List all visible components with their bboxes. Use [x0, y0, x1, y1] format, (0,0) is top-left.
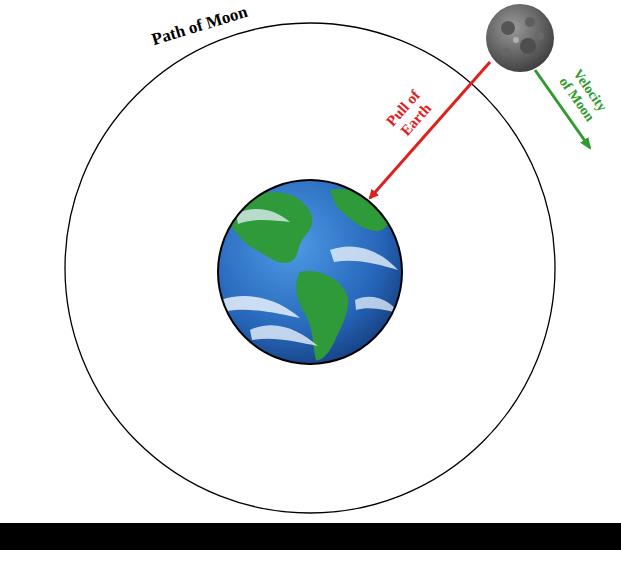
earth-globe: [218, 180, 402, 364]
orbit-path: [65, 23, 555, 513]
force-arrow: [370, 62, 490, 198]
moon: [486, 4, 554, 72]
velocity-label: Velocity of Moon: [552, 60, 614, 129]
force-label: Pull of Earth: [379, 82, 442, 147]
orbit-label: Path of Moon: [150, 2, 251, 50]
bottom-bar: [0, 523, 621, 550]
